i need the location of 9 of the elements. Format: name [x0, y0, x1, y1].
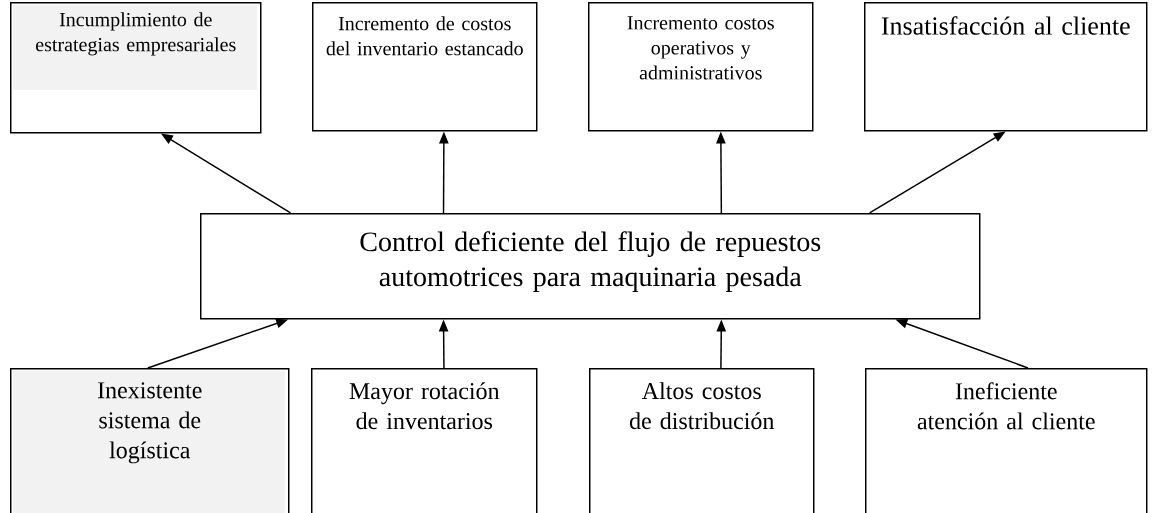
cause-box: Altos costos de distribución: [589, 368, 815, 513]
effect-box: Insatisfacción al cliente: [864, 2, 1148, 132]
cause-box: Mayor rotación de inventarios: [311, 368, 538, 513]
cause-box: Inexistente sistema de logística: [10, 368, 290, 513]
effect-box: Incremento costos operativos y administrativos: [588, 2, 814, 132]
effect-box: Incremento de costos del inventario estancado: [312, 2, 538, 132]
problem-box: Control deficiente del flujo de repuestos automotrices para maquinaria pesada: [200, 213, 981, 320]
effect-box: Incumplimiento de estrategias empresariales: [10, 2, 262, 134]
cause-box: Ineficiente atención al cliente: [865, 368, 1148, 513]
